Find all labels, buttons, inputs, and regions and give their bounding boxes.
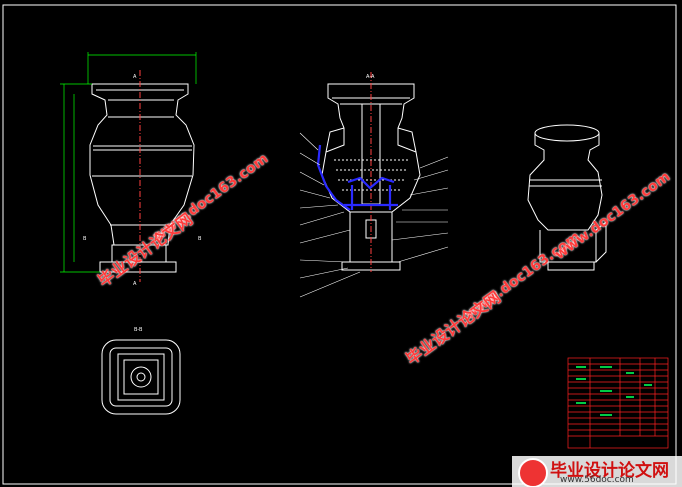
logo-url: www.56doc.com <box>560 475 634 485</box>
section-view-label: A-A <box>366 74 375 80</box>
section-view-highlight <box>316 144 398 211</box>
section-view-leaders <box>299 132 449 298</box>
cut-mark-right: B <box>198 236 202 242</box>
plan-view <box>101 339 181 415</box>
plan-view-label: B-B <box>134 327 143 333</box>
site-logo-icon <box>518 458 548 487</box>
title-block <box>567 357 669 449</box>
drawing-frame <box>2 4 677 485</box>
front-view-label: A <box>133 74 137 80</box>
iso-view <box>527 124 607 271</box>
section-view <box>321 72 421 272</box>
cut-mark-left: B <box>83 236 87 242</box>
front-view-bottom-label: A <box>133 281 137 287</box>
front-view <box>89 70 195 282</box>
title-block-fill <box>576 366 652 416</box>
front-view-dimensions <box>60 52 197 273</box>
logo-text: 毕业设计论文网 <box>550 461 669 481</box>
